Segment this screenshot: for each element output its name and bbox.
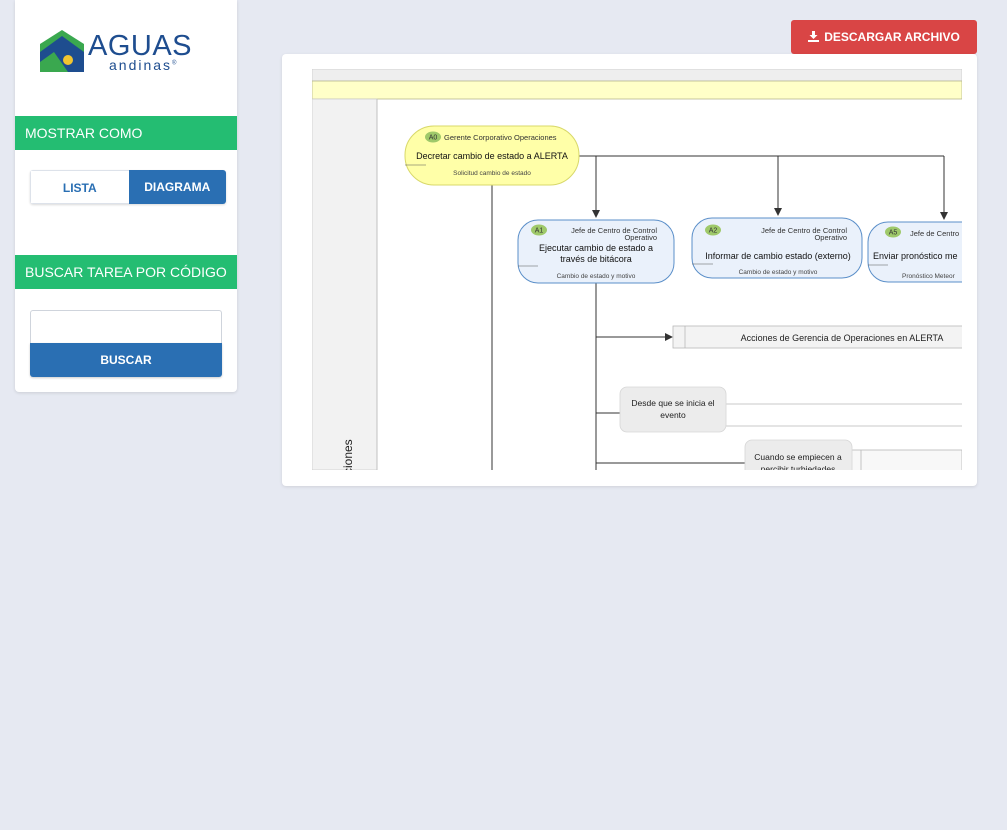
- aguas-andinas-logo: AGUAS andinas®: [40, 30, 200, 74]
- task-output: Solicitud cambio de estado: [453, 170, 531, 177]
- task-role: Jefe de Centro de Control: [571, 226, 657, 235]
- task-role: Jefe de Centro: [910, 229, 959, 238]
- task-title-cont: través de bitácora: [560, 254, 632, 264]
- task-code-search-input[interactable]: [30, 310, 222, 344]
- task-output: Cambio de estado y motivo: [557, 273, 636, 280]
- search-button[interactable]: BUSCAR: [30, 343, 222, 377]
- show-as-header: MOSTRAR COMO: [15, 116, 237, 150]
- search-task-header: BUSCAR TAREA POR CÓDIGO: [15, 255, 237, 289]
- logo-mountain-icon: [40, 30, 84, 72]
- logo-subtitle: andinas®: [109, 57, 177, 73]
- condition-event-start[interactable]: Desde que se inicia el evento: [619, 386, 962, 433]
- diagram-view-button[interactable]: DIAGRAMA: [128, 170, 226, 204]
- task-title: Informar de cambio estado (externo): [705, 251, 851, 261]
- logo-wordmark: AGUAS: [88, 30, 193, 62]
- list-view-button[interactable]: LISTA: [30, 170, 129, 204]
- task-output: Cambio de estado y motivo: [739, 269, 818, 276]
- subprocess-bar[interactable]: Acciones de Gerencia de Operaciones en A…: [672, 325, 962, 349]
- task-role: Gerente Corporativo Operaciones: [444, 133, 557, 142]
- process-diagram[interactable]: ciones A0 Gerente Corporativo Operacione…: [312, 69, 962, 470]
- task-role: Jefe de Centro de Control: [761, 226, 847, 235]
- lane-label: ciones: [341, 439, 355, 470]
- sidebar: AGUAS andinas® MOSTRAR COMO LISTA DIAGRA…: [15, 0, 237, 392]
- view-toggle: LISTA DIAGRAMA: [30, 170, 226, 204]
- task-role-cont: Operativo: [814, 233, 847, 242]
- task-title: Enviar pronóstico me: [873, 251, 958, 261]
- task-code: A2: [709, 228, 718, 235]
- condition-turbidity[interactable]: Cuando se empiecen a percibir turbiedade…: [744, 439, 962, 470]
- condition-label: Desde que se inicia el: [631, 398, 714, 408]
- task-code: A0: [429, 135, 438, 142]
- condition-label: Cuando se empiecen a: [754, 452, 842, 462]
- task-a2[interactable]: A2 Jefe de Centro de Control Operativo I…: [691, 217, 863, 279]
- task-role-cont: Operativo: [624, 233, 657, 242]
- diagram-panel: ciones A0 Gerente Corporativo Operacione…: [282, 54, 977, 486]
- task-a1[interactable]: A1 Jefe de Centro de Control Operativo E…: [517, 219, 675, 284]
- condition-label-cont: evento: [660, 410, 686, 420]
- download-label: DESCARGAR ARCHIVO: [824, 30, 960, 44]
- task-code: A5: [889, 230, 898, 237]
- download-icon: [808, 20, 820, 54]
- start-task-a0[interactable]: A0 Gerente Corporativo Operaciones Decre…: [404, 125, 580, 186]
- subprocess-label: Acciones de Gerencia de Operaciones en A…: [741, 333, 944, 343]
- condition-label-cont: percibir turbiedades: [761, 464, 836, 470]
- task-code: A1: [535, 228, 544, 235]
- download-file-button[interactable]: DESCARGAR ARCHIVO: [791, 20, 977, 54]
- task-a5[interactable]: A5 Jefe de Centro Enviar pronóstico me P…: [867, 221, 962, 283]
- task-output: Pronóstico Meteor: [902, 273, 956, 280]
- task-title: Ejecutar cambio de estado a: [539, 243, 653, 253]
- task-title: Decretar cambio de estado a ALERTA: [416, 151, 568, 161]
